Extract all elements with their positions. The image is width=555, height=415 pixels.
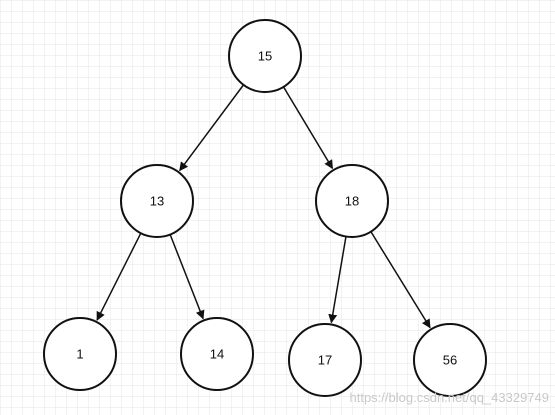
node-circle (43, 317, 117, 391)
node-label: 14 (210, 347, 224, 362)
node-label: 15 (258, 49, 272, 64)
node-circle (315, 164, 389, 238)
edge-18-to-17 (328, 236, 347, 324)
edge-13-to-1 (96, 232, 142, 321)
node-label: 56 (443, 353, 457, 368)
tree-node-13: 13 (120, 164, 194, 238)
edge-13-to-14 (169, 234, 205, 320)
node-label: 1 (76, 347, 83, 362)
node-circle (413, 323, 487, 397)
tree-node-18: 18 (315, 164, 389, 238)
node-label: 13 (150, 194, 164, 209)
node-circle (180, 317, 254, 391)
node-circle (288, 323, 362, 397)
edge-18-to-56 (370, 231, 431, 329)
node-circle (228, 19, 302, 93)
tree-node-14: 14 (180, 317, 254, 391)
edge-15-to-18 (282, 86, 334, 170)
watermark: https://blog.csdn.net/qq_43329749 (350, 390, 550, 405)
node-label: 17 (318, 353, 332, 368)
tree-node-56: 56 (413, 323, 487, 397)
node-circle (120, 164, 194, 238)
edge-15-to-13 (179, 84, 245, 172)
node-label: 18 (345, 194, 359, 209)
tree-node-15: 15 (228, 19, 302, 93)
tree-node-17: 17 (288, 323, 362, 397)
tree-node-1: 1 (43, 317, 117, 391)
